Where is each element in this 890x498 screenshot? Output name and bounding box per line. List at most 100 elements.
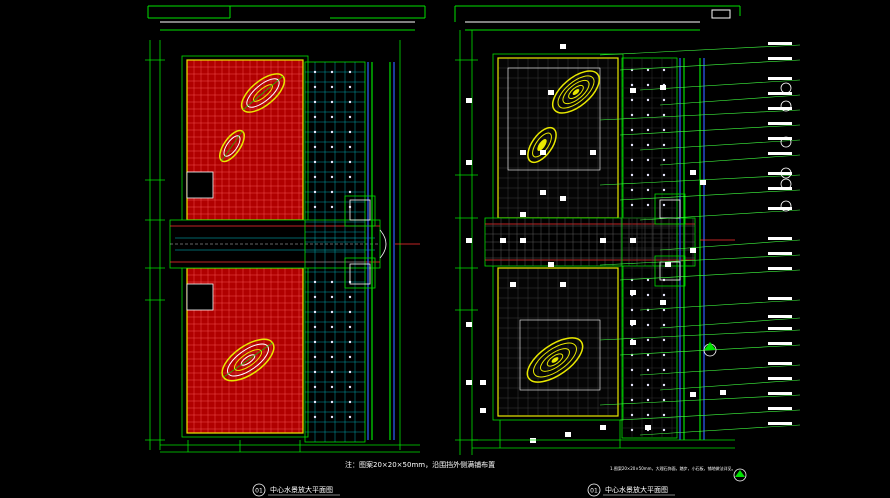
left-plan-title-block: 01 中心水景放大平面图 [252,483,340,497]
callout-text-placeholder [768,77,792,80]
tag-marker [560,196,566,201]
callout-text-placeholder [768,267,792,270]
tag-marker [520,150,526,155]
fountain-jet-dot [348,370,352,374]
fountain-jet-dot [646,143,650,147]
fountain-jet-dot [313,115,317,119]
fountain-jet-dot [313,130,317,134]
tag-marker [560,44,566,49]
tag-marker [690,392,696,397]
fountain-jet-dot [313,325,317,329]
fountain-jet-dot [630,413,634,417]
callout-text-placeholder [768,422,792,425]
fountain-jet-dot [662,383,666,387]
fountain-jet-dot [348,130,352,134]
fountain-jet-dot [330,100,334,104]
fountain-jet-dot [646,173,650,177]
section-marker-icon [780,82,792,94]
left-rails [367,40,401,450]
fountain-jet-dot [330,295,334,299]
callout-text-placeholder [768,42,792,45]
fountain-jet-dot [646,98,650,102]
fountain-jet-dot [646,413,650,417]
fountain-jet-dot [348,190,352,194]
callout-text-placeholder [768,327,792,330]
fountain-jet-dot [662,308,666,312]
fountain-jet-dot [330,385,334,389]
fountain-jet-dot [662,143,666,147]
tag-marker [690,248,696,253]
fountain-jet-dot [330,355,334,359]
leader-line [639,139,801,151]
left-fountain-bottom [221,338,275,382]
leader-line [599,254,801,266]
tag-marker [590,150,596,155]
fountain-jet-dot [313,280,317,284]
callout-text-placeholder [768,207,792,210]
north-arrow-icon [733,468,747,482]
left-plan-note: 注：图案20×20×50mm，沿围挡外侧满铺布置 [345,460,495,469]
fountain-jet-dot [662,428,666,432]
section-marker-icon [780,178,792,190]
right-fountain-mid [527,126,557,164]
fountain-jet-dot [662,158,666,162]
leader-line [619,59,801,71]
right-plan-note: 1.图案20×20×50mm，大理石饰面，踏步，小石板，铺地做法详见。 [610,465,736,471]
fountain-jet-dot [330,205,334,209]
callout-text-placeholder [768,407,792,410]
fountain-jet-dot [630,308,634,312]
tag-marker [466,322,472,327]
fountain-jet-dot [313,415,317,419]
right-tag-labels [466,44,726,443]
fountain-jet-dot [313,70,317,74]
fountain-jet-dot [313,85,317,89]
left-fountain-mid [219,129,245,163]
right-plan-title: 中心水景放大平面图 [605,485,668,494]
fountain-jet-dot [662,68,666,72]
tag-marker [530,438,536,443]
tag-marker [565,432,571,437]
fountain-jet-dot [630,113,634,117]
tag-marker [630,290,636,295]
right-top-frame [454,5,741,31]
fountain-jet-dot [348,100,352,104]
callout-text-placeholder [768,137,792,140]
tag-marker [500,238,506,243]
leader-line [659,379,801,391]
fountain-jet-dot [348,175,352,179]
fountain-jet-dot [662,128,666,132]
fountain-jet-dot [348,115,352,119]
fountain-jet-dot [330,160,334,164]
section-marker-icon [703,342,717,357]
left-top-paving [181,55,309,225]
tag-marker [630,340,636,345]
left-bottom-frame [160,440,420,453]
left-top-frame [147,5,426,31]
fountain-jet-dot [630,428,634,432]
fountain-jet-dot [630,128,634,132]
fountain-jet-dot [330,115,334,119]
fountain-jet-dot [662,413,666,417]
fountain-jet-dot [348,145,352,149]
section-marker-icon [780,136,792,148]
fountain-jet-dot [646,113,650,117]
tag-marker [510,282,516,287]
tag-marker [630,88,636,93]
fountain-jet-dot [662,98,666,102]
leader-line [599,329,801,341]
fountain-jet-dot [313,385,317,389]
left-plan-title: 中心水景放大平面图 [270,485,333,494]
tag-marker [466,238,472,243]
fountain-jet-dot [330,145,334,149]
fountain-jet-dot [630,188,634,192]
fountain-jet-dot [313,355,317,359]
fountain-jet-dot [330,175,334,179]
right-rails [679,58,705,440]
tag-marker [540,150,546,155]
fountain-jet-dot [662,338,666,342]
leader-line [599,44,801,56]
left-central-channel [169,219,381,269]
leader-line [599,394,801,406]
fountain-jet-dot [646,188,650,192]
tag-marker [660,300,666,305]
